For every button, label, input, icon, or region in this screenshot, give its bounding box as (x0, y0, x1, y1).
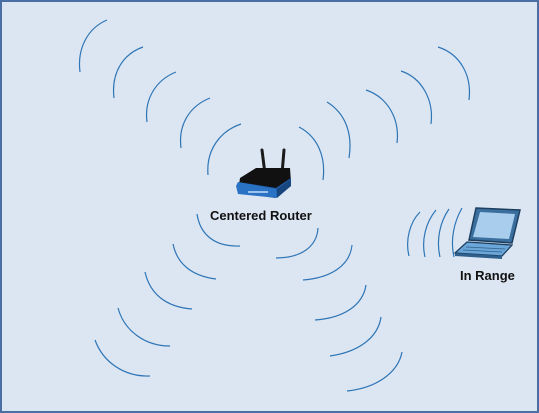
signal-wave (329, 316, 382, 357)
wireless-router-icon (236, 148, 291, 198)
signal-wave (314, 284, 367, 321)
signal-wave (196, 213, 241, 247)
signal-waves-laptop (407, 207, 463, 258)
signal-wave (179, 97, 211, 149)
laptop-icon (453, 207, 521, 259)
signal-waves-upper-left (78, 19, 242, 176)
signal-wave (326, 101, 351, 159)
signal-wave (78, 19, 108, 73)
signal-wave (172, 243, 217, 280)
signal-wave (117, 307, 171, 347)
signal-wave (144, 271, 193, 310)
signal-wave (346, 351, 403, 392)
signal-wave (423, 209, 437, 258)
signal-wave (112, 46, 144, 99)
signal-wave (407, 211, 421, 257)
signal-wave (298, 126, 325, 181)
signal-wave (275, 227, 319, 259)
signal-wave (451, 207, 463, 258)
signal-wave (437, 46, 471, 101)
signal-wave (302, 244, 353, 281)
signal-wave (145, 71, 177, 123)
laptop-label: In Range (460, 268, 515, 283)
signal-wave (365, 89, 399, 144)
signal-wave (400, 70, 433, 125)
signal-wave (207, 123, 242, 176)
signal-wave (437, 208, 450, 258)
signal-waves-lower-left (94, 213, 241, 377)
router-label: Centered Router (210, 208, 312, 223)
signal-waves-upper-right (298, 46, 471, 181)
signal-wave (94, 339, 151, 377)
signal-waves-lower-right (275, 227, 403, 392)
